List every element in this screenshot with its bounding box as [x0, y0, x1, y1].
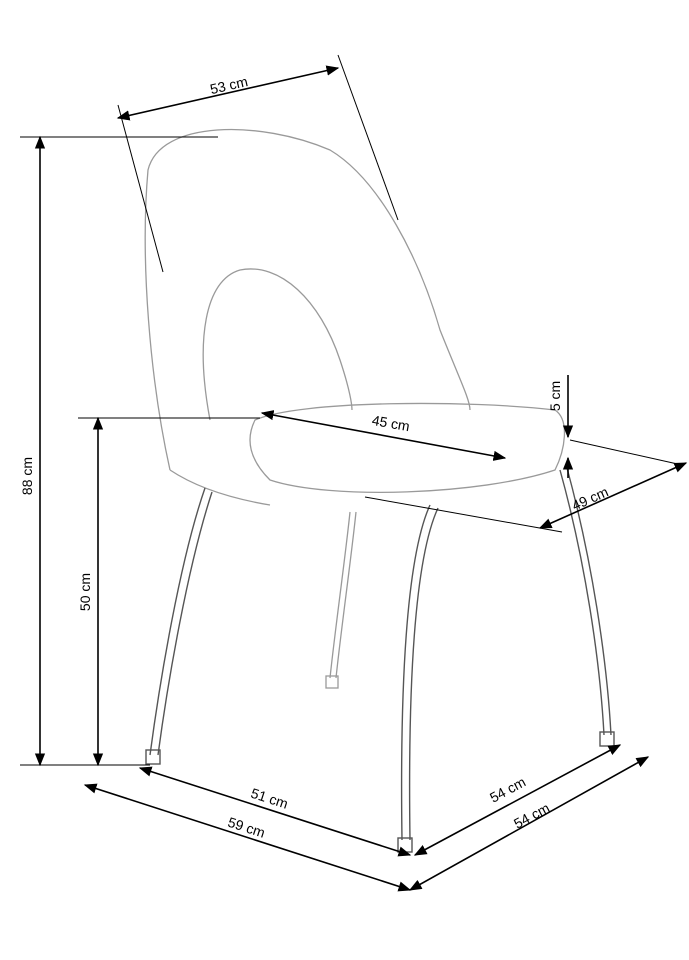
chair-backrest: [144, 128, 471, 471]
arrow-seat-depth: [538, 462, 688, 529]
backrest-opening: [202, 268, 353, 421]
foot-front-left: [145, 749, 161, 765]
arrow-overall-depth: [408, 756, 650, 891]
label-leg-span-front: 51 cm: [249, 785, 290, 812]
chair-seat: [249, 402, 566, 493]
leg-front-left: [149, 487, 213, 756]
label-seat-width: 45 cm: [371, 412, 411, 434]
arrow-back-width: [116, 65, 340, 121]
foot-back-right: [599, 731, 615, 747]
arrow-leg-span-front: [138, 766, 412, 857]
label-overall-depth: 54 cm: [511, 800, 552, 832]
label-seat-depth: 49 cm: [569, 483, 610, 513]
foot-back-left: [325, 675, 339, 689]
seat-side: [169, 469, 271, 506]
arrow-leg-span-side: [413, 744, 622, 856]
leg-back-left: [329, 511, 357, 679]
dimension-arrows: [34, 65, 688, 892]
label-total-height: 88 cm: [19, 457, 35, 495]
foot-front-right: [397, 837, 413, 853]
extension-lines: [20, 54, 683, 766]
arrow-overall-width: [83, 783, 412, 892]
arrow-seat-width: [260, 410, 507, 461]
label-leg-span-side: 54 cm: [487, 774, 528, 806]
chair-sketch: [144, 128, 615, 853]
leg-front-right: [400, 504, 439, 841]
label-seat-height: 50 cm: [77, 573, 93, 611]
label-seat-thickness: 5 cm: [547, 381, 563, 411]
